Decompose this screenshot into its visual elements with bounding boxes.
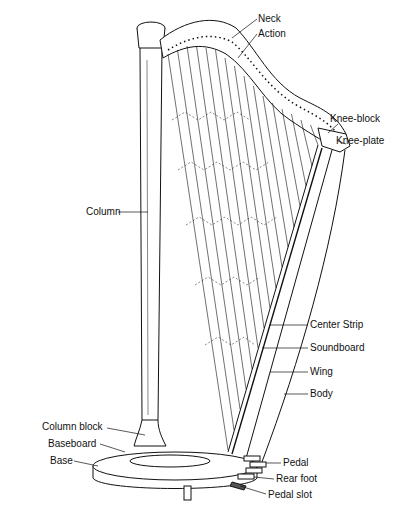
action-discs	[168, 36, 340, 138]
part-label: Action	[258, 28, 286, 40]
part-label: Baseboard	[48, 438, 96, 450]
part-label: Rear foot	[276, 473, 317, 485]
part-label: Pedal slot	[268, 489, 312, 501]
part-label: Body	[310, 388, 333, 400]
part-label: Knee-block	[330, 113, 380, 125]
column-shading	[147, 60, 148, 415]
part-label: Neck	[258, 13, 281, 25]
leader-lines	[74, 19, 346, 494]
string-pattern	[172, 112, 277, 345]
strings	[168, 46, 318, 450]
pedals	[238, 456, 266, 479]
rear-foot	[184, 486, 191, 500]
column	[140, 48, 162, 420]
part-label: Center Strip	[310, 319, 363, 331]
part-label: Base	[50, 455, 73, 467]
soundboard	[228, 145, 318, 452]
base-top	[130, 455, 210, 467]
center-strip	[232, 148, 322, 454]
column-block	[134, 420, 166, 446]
baseboard	[93, 452, 257, 480]
pedal-slot	[230, 482, 246, 490]
wing	[245, 150, 332, 462]
part-label: Column	[86, 206, 120, 218]
body	[262, 150, 345, 462]
part-label: Column block	[42, 421, 103, 433]
part-label: Wing	[310, 366, 333, 378]
part-label: Pedal	[283, 457, 309, 469]
part-label: Soundboard	[310, 342, 365, 354]
part-label: Knee-plate	[336, 135, 384, 147]
